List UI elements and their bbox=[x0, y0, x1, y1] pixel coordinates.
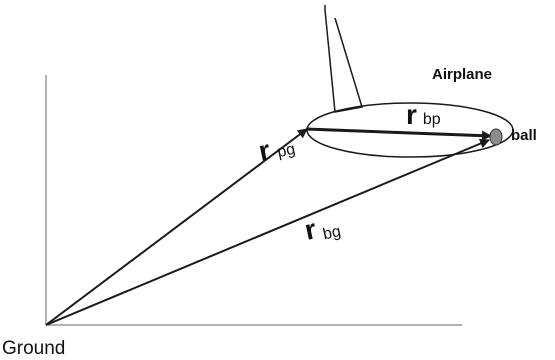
ball-label: ball bbox=[511, 127, 537, 144]
r-pg-symbol: r bbox=[256, 134, 273, 167]
r-bp-symbol: r bbox=[406, 99, 417, 130]
vector-r-bp bbox=[305, 127, 492, 141]
r-bg-symbol: r bbox=[302, 213, 319, 246]
r-bp-label: r bp bbox=[406, 99, 441, 130]
r-pg-label: r pg bbox=[256, 129, 297, 167]
r-pg-subscript: pg bbox=[276, 141, 297, 161]
airplane-tail-fin bbox=[324, 5, 363, 113]
airplane-label: Airplane bbox=[432, 66, 492, 83]
r-bg-subscript: bg bbox=[321, 223, 342, 243]
r-bp-subscript: bp bbox=[423, 111, 441, 128]
ball-icon bbox=[489, 128, 503, 146]
ground-label: Ground bbox=[2, 338, 65, 359]
r-bg-label: r bg bbox=[302, 208, 343, 247]
vector-r-bg bbox=[45, 138, 490, 326]
vector-r-pg bbox=[45, 128, 308, 326]
